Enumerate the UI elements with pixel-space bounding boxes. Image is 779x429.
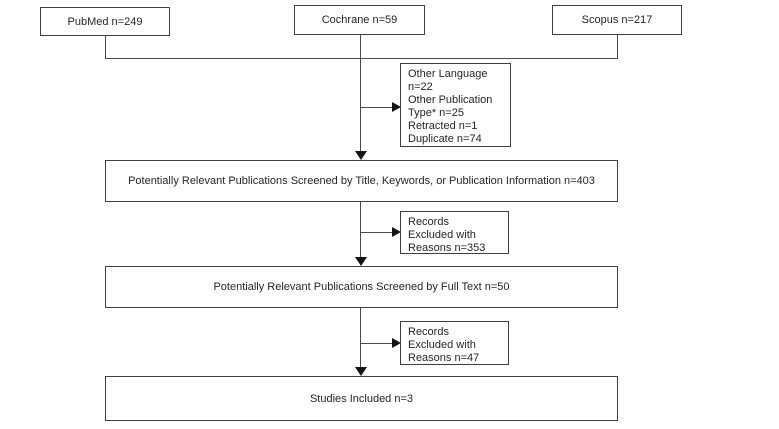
arrowhead-down-stage-3 — [355, 367, 367, 376]
exclusion-line: Type* n=25 — [408, 107, 464, 119]
connector-pubmed-vertical — [105, 36, 106, 58]
connector-main-vertical-3 — [360, 308, 361, 368]
exclusion-box-initial-screen: Other Language n=22 Other Publication Ty… — [400, 63, 511, 147]
connector-exclusion-2-horizontal — [361, 232, 394, 233]
arrowhead-right-exclusion-2 — [392, 227, 401, 237]
arrowhead-right-exclusion-3 — [392, 338, 401, 348]
source-label-pubmed: PubMed n=249 — [67, 15, 143, 28]
source-label-cochrane: Cochrane n=59 — [321, 14, 398, 26]
exclusion-line: Reasons n=47 — [408, 352, 480, 364]
source-label-scopus: Scopus n=217 — [581, 14, 653, 26]
connector-exclusion-3-horizontal — [361, 343, 394, 344]
exclusion-line: Other Publication — [408, 94, 493, 106]
exclusion-line: Records — [408, 326, 449, 338]
connector-merge-horizontal — [105, 58, 618, 59]
arrowhead-down-stage-2 — [355, 257, 367, 266]
exclusion-line: Reasons n=353 — [408, 242, 486, 254]
source-box-scopus: Scopus n=217 — [552, 5, 682, 35]
stage-box-full-text-screen: Potentially Relevant Publications Screen… — [105, 266, 618, 308]
exclusion-line: Excluded with — [408, 339, 476, 351]
arrowhead-right-exclusion-1 — [392, 102, 401, 112]
stage-label-full-text-screen: Potentially Relevant Publications Screen… — [213, 281, 510, 293]
stage-label-title-screen: Potentially Relevant Publications Screen… — [128, 175, 595, 187]
exclusion-box-title-screen: Records Excluded with Reasons n=353 — [400, 211, 509, 254]
stage-box-included: Studies Included n=3 — [105, 376, 618, 421]
exclusion-line: Records — [408, 216, 449, 228]
exclusion-line: Retracted n=1 — [408, 120, 478, 132]
exclusion-line: Excluded with — [408, 229, 476, 241]
source-box-cochrane: Cochrane n=59 — [294, 5, 425, 35]
exclusion-box-full-text-screen: Records Excluded with Reasons n=47 — [400, 321, 509, 365]
exclusion-line: Duplicate n=74 — [408, 133, 482, 145]
connector-exclusion-1-horizontal — [361, 107, 394, 108]
stage-label-included: Studies Included n=3 — [309, 392, 414, 405]
connector-scopus-vertical — [617, 35, 618, 58]
connector-main-vertical-1 — [360, 35, 361, 152]
arrowhead-down-stage-1 — [355, 151, 367, 160]
source-box-pubmed: PubMed n=249 — [40, 7, 170, 36]
exclusion-line: n=22 — [408, 81, 433, 93]
connector-main-vertical-2 — [360, 202, 361, 258]
exclusion-line: Other Language — [408, 68, 488, 80]
stage-box-title-screen: Potentially Relevant Publications Screen… — [105, 160, 618, 202]
